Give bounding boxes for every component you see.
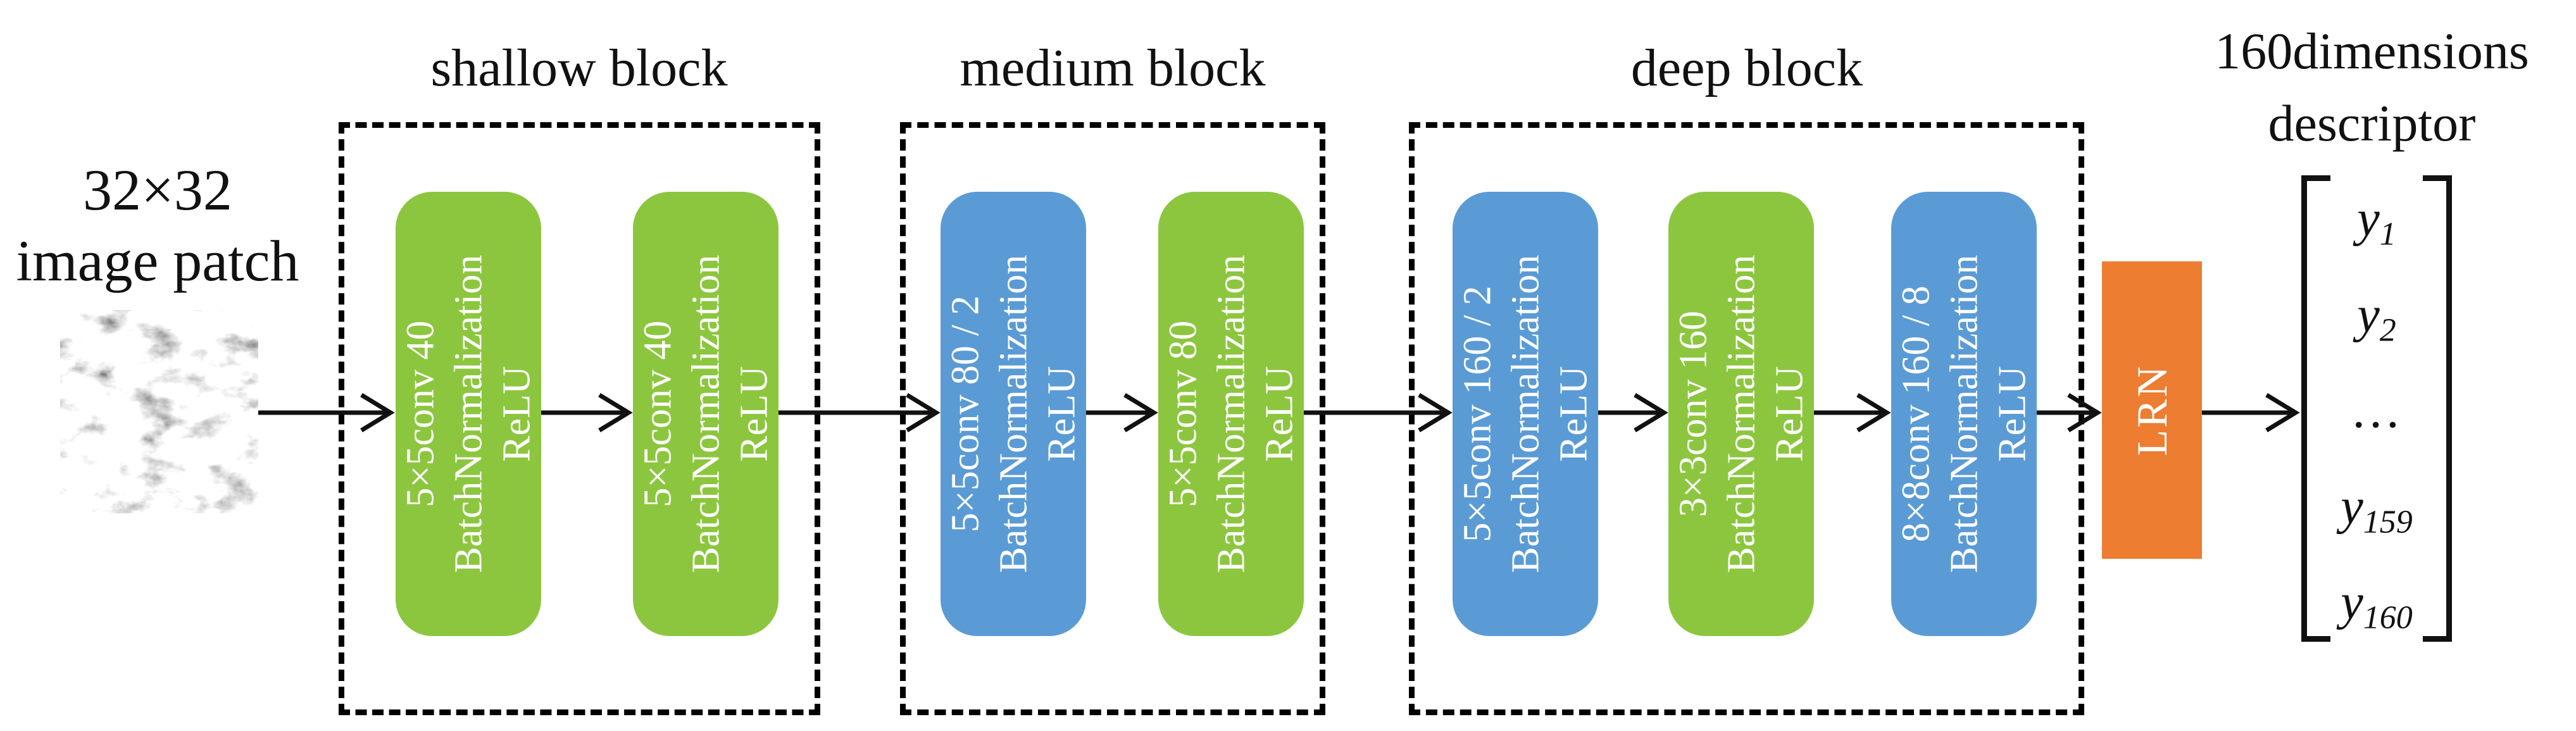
conv-spec: 8×8conv 160 / 8 [1894,285,1938,542]
image-patch-thumbnail [60,310,258,513]
conv-layer-deep-3: 8×8conv 160 / 8 BatchNormalization ReLU [1891,192,2037,636]
vector-left-bracket [2301,175,2330,642]
descriptor-label: 160dimensions descriptor [2168,15,2576,159]
input-patch-size: 32×32 [83,158,232,222]
relu-label: ReLU [495,366,539,462]
vector-right-bracket [2423,175,2452,642]
vector-entry: y2 [2357,287,2396,349]
relu-label: ReLU [1552,366,1596,462]
batchnorm-label: BatchNormalization [1504,254,1547,573]
shallow-block-label: shallow block [430,39,728,97]
conv-layer-shallow-2: 5×5conv 40 BatchNormalization ReLU [633,192,778,636]
conv-layer-medium-1: 5×5conv 80 / 2 BatchNormalization ReLU [941,192,1086,636]
shallow-block-box [339,122,820,715]
batchnorm-label: BatchNormalization [1942,254,1986,573]
conv-layer-text: 5×5conv 160 / 2 BatchNormalization ReLU [1453,255,1598,573]
conv-spec: 3×3conv 160 [1672,311,1715,517]
relu-label: ReLU [732,366,776,462]
conv-layer-deep-2: 3×3conv 160 BatchNormalization ReLU [1668,192,1814,636]
input-patch-label: 32×32 image patch [9,154,306,296]
lrn-block: LRN [2102,261,2202,559]
relu-label: ReLU [1768,366,1811,462]
conv-spec: 5×5conv 40 [636,320,680,508]
conv-layer-deep-1: 5×5conv 160 / 2 BatchNormalization ReLU [1453,192,1598,636]
conv-spec: 5×5conv 40 [399,320,442,508]
batchnorm-label: BatchNormalization [684,254,728,573]
flow-arrow-lrn-to-vector [2202,393,2300,432]
vector-entry: y160 [2341,575,2413,636]
conv-spec: 5×5conv 80 [1161,320,1205,508]
batchnorm-label: BatchNormalization [447,254,491,573]
medium-block-box [900,122,1325,715]
vector-entry-ellipsis: … [2354,383,2399,439]
image-patch-texture [60,310,258,513]
vector-entry: y159 [2341,478,2413,540]
medium-block-label: medium block [960,39,1266,97]
batchnorm-label: BatchNormalization [1720,254,1763,573]
conv-layer-text: 5×5conv 80 BatchNormalization ReLU [1158,255,1304,573]
relu-label: ReLU [1991,366,2034,462]
relu-label: ReLU [1258,366,1301,462]
conv-layer-shallow-1: 5×5conv 40 BatchNormalization ReLU [396,192,541,636]
descriptor-vector: y1 y2 … y159 y160 [2317,187,2437,634]
descriptor-dimensions: 160dimensions [2215,22,2529,80]
relu-label: ReLU [1040,366,1084,462]
conv-spec: 5×5conv 160 / 2 [1456,285,1499,542]
batchnorm-label: BatchNormalization [1210,254,1253,573]
input-patch-name: image patch [16,228,299,293]
conv-layer-text: 5×5conv 80 / 2 BatchNormalization ReLU [941,255,1086,573]
descriptor-word: descriptor [2268,94,2476,152]
conv-layer-medium-2: 5×5conv 80 BatchNormalization ReLU [1158,192,1304,636]
conv-layer-text: 8×8conv 160 / 8 BatchNormalization ReLU [1891,255,2037,573]
conv-layer-text: 5×5conv 40 BatchNormalization ReLU [633,255,778,573]
batchnorm-label: BatchNormalization [992,254,1035,573]
vector-entry: y1 [2357,191,2396,253]
conv-layer-text: 3×3conv 160 BatchNormalization ReLU [1668,255,1814,573]
conv-layer-text: 5×5conv 40 BatchNormalization ReLU [396,255,541,573]
deep-block-label: deep block [1630,39,1863,97]
lrn-label: LRN [2127,364,2176,456]
conv-spec: 5×5conv 80 / 2 [944,295,987,533]
